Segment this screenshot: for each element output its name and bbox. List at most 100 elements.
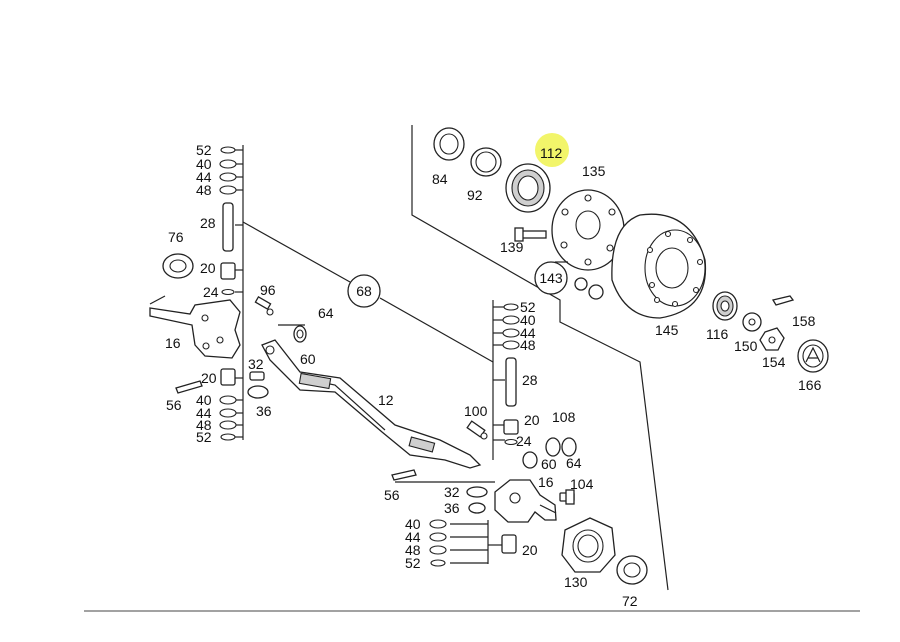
label-32-left: 32: [248, 356, 264, 372]
nut-64-right: [561, 437, 577, 457]
label-36-right: 36: [444, 500, 460, 516]
label-20-right-top: 20: [524, 412, 540, 428]
washer-48-right-top: [502, 340, 520, 350]
washer-44-top: [219, 172, 237, 182]
label-48-left-top: 48: [196, 182, 212, 198]
label-48-left-bottom: 48: [196, 417, 212, 433]
label-16-right: 16: [538, 474, 554, 490]
washer-40-right-top: [502, 315, 520, 325]
bearing-116: [712, 291, 738, 321]
label-143: 143: [539, 270, 563, 286]
nut-60-right: [522, 451, 538, 469]
steering-knuckle-right: [494, 479, 557, 523]
bearing-112: [505, 163, 551, 213]
label-52-left-top: 52: [196, 142, 212, 158]
washer-40-right-bottom: [429, 519, 447, 529]
label-64-right: 64: [566, 455, 582, 471]
ring-92: [470, 147, 502, 177]
wedge-pin-56-left: [175, 380, 203, 394]
castle-nut-154: [759, 327, 785, 351]
washer-48-right-bottom: [429, 545, 447, 555]
washer-48-bottom: [219, 420, 237, 430]
bolt-104: [559, 489, 575, 505]
label-44-right-bottom: 44: [405, 529, 421, 545]
brake-drum-145: [611, 213, 707, 319]
label-40-right-bottom: 40: [405, 516, 421, 532]
right-stack-group: [492, 300, 520, 460]
label-116: 116: [706, 326, 729, 342]
washer-40-bottom: [219, 395, 237, 405]
label-52-right-top: 52: [520, 299, 536, 315]
wedge-pin-56-right: [391, 469, 417, 481]
seal-84: [433, 127, 465, 161]
label-130: 130: [564, 574, 588, 590]
washer-24: [221, 288, 235, 296]
bushing-20-right-top: [503, 419, 519, 435]
stop-screw-32-left: [249, 371, 265, 381]
hub-cap-166: [797, 339, 829, 373]
axle-beam-12: [261, 339, 482, 469]
label-150: 150: [734, 338, 758, 354]
steering-knuckle-left: [149, 295, 241, 359]
label-76: 76: [168, 229, 184, 245]
label-44-left-bottom: 44: [196, 405, 212, 421]
label-12: 12: [378, 392, 394, 408]
label-64-left: 64: [318, 305, 334, 321]
label-108: 108: [552, 409, 576, 425]
left-stack-group: [219, 145, 244, 441]
washer-150: [742, 312, 762, 332]
label-48-right-top: 48: [520, 337, 536, 353]
label-28-left: 28: [200, 215, 216, 231]
label-20-right-bottom: 20: [522, 542, 538, 558]
washer-44-right-bottom: [429, 532, 447, 542]
label-139: 139: [500, 239, 524, 255]
label-166: 166: [798, 377, 822, 393]
label-40-left-top: 40: [196, 156, 212, 172]
label-24-left: 24: [203, 284, 219, 300]
label-72: 72: [622, 593, 638, 609]
label-100: 100: [464, 403, 488, 419]
label-44-right-top: 44: [520, 325, 536, 341]
wheel-bolt-139: [514, 227, 547, 242]
label-135: 135: [582, 163, 606, 179]
bushing-20-bottom: [220, 368, 236, 386]
cotter-pin-158: [771, 295, 795, 306]
label-32-right: 32: [444, 484, 460, 500]
king-pin-28-right: [505, 357, 517, 407]
label-20-left-bottom: 20: [201, 370, 217, 386]
label-104: 104: [570, 476, 594, 492]
label-52-left-bottom: 52: [196, 429, 212, 445]
right-lower-stack-group: [429, 519, 517, 567]
label-44-left-top: 44: [196, 169, 212, 185]
nut-36-left: [247, 385, 269, 399]
callout-143: [534, 261, 568, 295]
label-36-left: 36: [256, 403, 272, 419]
washer-52-bottom: [220, 433, 236, 441]
label-84: 84: [432, 171, 448, 187]
washer-52-right-bottom: [430, 559, 446, 567]
wheel-nut-143-a: [574, 277, 588, 291]
washer-44-right-top: [502, 328, 520, 338]
label-60-right: 60: [541, 456, 557, 472]
bolt-96: [254, 296, 274, 316]
washer-52-right-top: [503, 303, 519, 311]
washer-24-right: [504, 438, 518, 446]
label-154: 154: [762, 354, 786, 370]
washer-48-top: [219, 185, 237, 195]
label-48-right-bottom: 48: [405, 542, 421, 558]
king-pin-28: [222, 202, 234, 252]
seal-72: [616, 555, 648, 585]
washer-40-top: [219, 159, 237, 169]
nut-36-right: [468, 502, 486, 514]
bolt-100: [466, 420, 488, 440]
stop-screw-32-right: [466, 486, 488, 498]
nut-108: [545, 437, 561, 457]
label-56-left: 56: [166, 397, 182, 413]
label-60-left: 60: [300, 351, 316, 367]
cover-130: [561, 517, 616, 573]
label-96: 96: [260, 282, 276, 298]
label-92: 92: [467, 187, 483, 203]
label-40-left-bottom: 40: [196, 392, 212, 408]
label-40-right-top: 40: [520, 312, 536, 328]
